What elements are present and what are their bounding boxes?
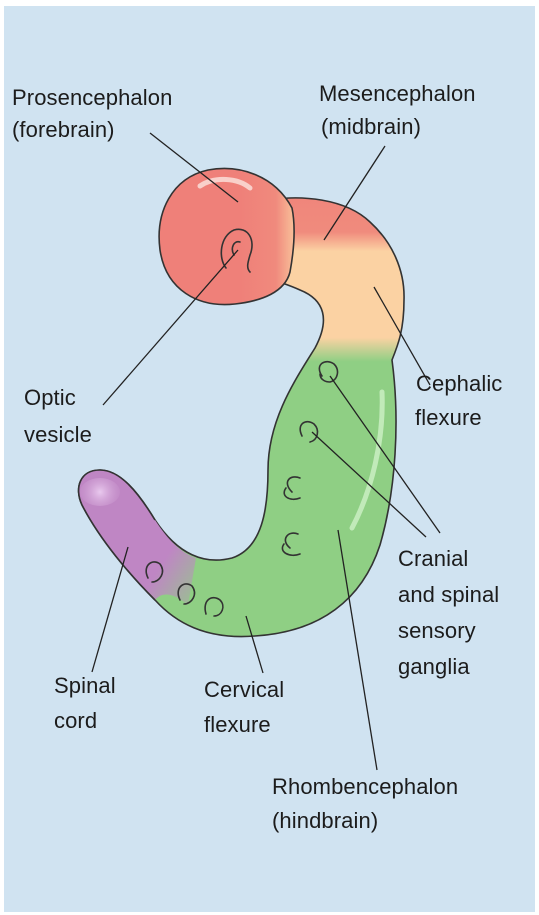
label-ganglia: ganglia bbox=[398, 653, 470, 681]
label-prosencephalon: Prosencephalon bbox=[12, 84, 172, 112]
label-cephalic: Cephalic bbox=[416, 370, 502, 398]
spinal-cord-highlight bbox=[80, 478, 120, 506]
label-vesicle: vesicle bbox=[24, 421, 92, 449]
label-sensory: sensory bbox=[398, 617, 476, 645]
label-cord: cord bbox=[54, 707, 97, 735]
label-cervical: Cervical bbox=[204, 676, 284, 704]
label-rhombencephalon: Rhombencephalon bbox=[272, 773, 458, 801]
label-hindbrain: (hindbrain) bbox=[272, 807, 378, 835]
label-midbrain: (midbrain) bbox=[321, 113, 421, 141]
label-optic: Optic bbox=[24, 384, 76, 412]
label-spinal: Spinal bbox=[54, 672, 116, 700]
leader-spinal-cord bbox=[92, 547, 128, 672]
label-cranial: Cranial bbox=[398, 545, 468, 573]
label-cervical-flexure: flexure bbox=[204, 711, 271, 739]
label-and-spinal: and spinal bbox=[398, 581, 499, 609]
label-forebrain: (forebrain) bbox=[12, 116, 115, 144]
label-cephalic-flexure: flexure bbox=[415, 404, 482, 432]
label-mesencephalon: Mesencephalon bbox=[319, 80, 476, 108]
